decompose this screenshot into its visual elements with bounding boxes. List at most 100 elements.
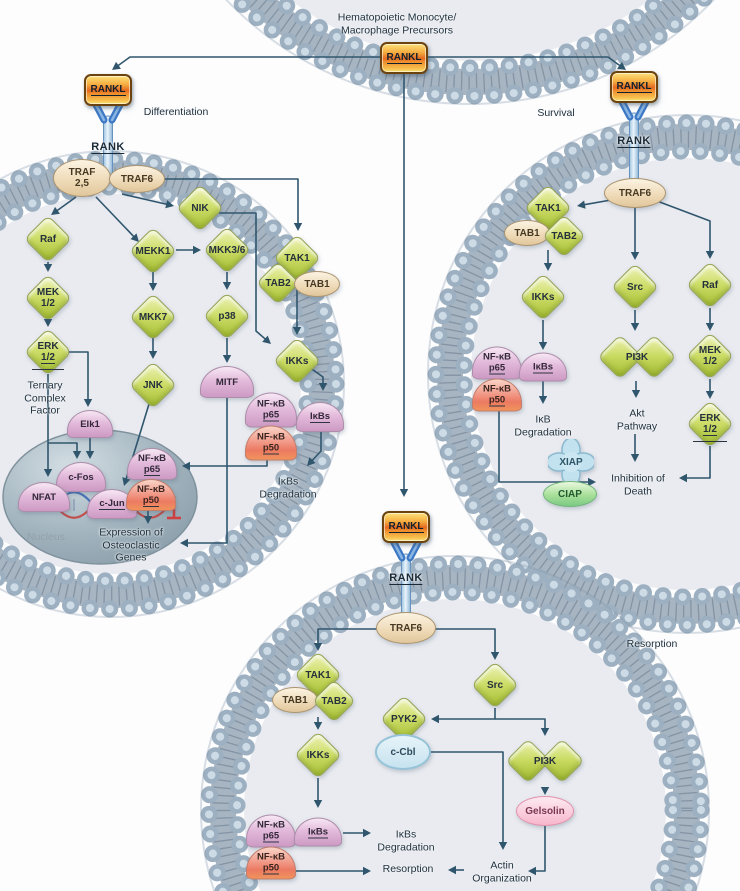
- erk12-differentiation-label: 1/2: [41, 351, 55, 364]
- erk12-survival-label: 1/2: [703, 423, 717, 436]
- mek12-survival-label: 1/2: [703, 356, 717, 367]
- p38[interactable]: p38: [202, 291, 252, 341]
- gelsolin[interactable]: Gelsolin: [516, 796, 574, 826]
- elk1-label: Elk1: [80, 418, 100, 430]
- c-fos[interactable]: c-Fos: [56, 462, 106, 492]
- pi3k-resorption[interactable]: PI3K: [505, 738, 585, 784]
- pyk2[interactable]: PYK2: [379, 694, 429, 744]
- tab2-survival-label: TAB2: [551, 230, 577, 242]
- tab1-differentiation[interactable]: TAB1: [294, 271, 340, 297]
- rank-resorption[interactable]: RANK: [389, 568, 423, 586]
- nfkb-p50-nucleus-label: p50: [142, 494, 160, 507]
- tab2-survival[interactable]: TAB2: [542, 214, 586, 258]
- gelsolin-label: Gelsolin: [525, 805, 565, 817]
- traf6-resorption[interactable]: TRAF6: [376, 612, 436, 644]
- rankl-differentiation[interactable]: RANKL: [84, 74, 132, 106]
- rank-differentiation-label: RANK: [91, 141, 125, 154]
- mek12-differentiation-label: MEK: [36, 287, 60, 298]
- tak1-resorption[interactable]: TAK1: [293, 650, 343, 700]
- rankl-resorption-label: RANKL: [388, 521, 424, 533]
- mek12-differentiation-label: 1/2: [41, 298, 55, 309]
- erk12-survival-label: ERK: [699, 412, 721, 424]
- arrow-mitf-to-expression-osteoclastic-genes: [186, 397, 228, 544]
- rank-receptor-resorption[interactable]: [389, 537, 423, 629]
- rankl-differentiation-label: RANKL: [90, 84, 126, 96]
- nfkb-p50-survival-label: p50: [488, 394, 506, 407]
- ikks-survival[interactable]: IKKs: [518, 272, 568, 322]
- tab1-resorption-label: TAB1: [282, 694, 308, 706]
- mkk7[interactable]: MKK7: [128, 292, 178, 342]
- raf-differentiation[interactable]: Raf: [23, 214, 73, 264]
- src-resorption-label: Src: [486, 679, 504, 691]
- nfkb-p65-nucleus-label: p65: [143, 463, 161, 476]
- rank-differentiation[interactable]: RANK: [91, 137, 125, 155]
- c-jun-label: c-Jun: [99, 498, 125, 510]
- ikks-resorption-label: IKKs: [306, 749, 330, 761]
- arrows-layer: [43, 56, 715, 876]
- tab1-survival-label: TAB1: [514, 227, 540, 239]
- c-cbl[interactable]: c-Cbl: [375, 734, 431, 770]
- ciap[interactable]: CIAP: [543, 481, 597, 507]
- arrow-traf6-survival-to-tak1-survival: [582, 199, 612, 206]
- src-survival[interactable]: Src: [610, 262, 660, 312]
- jnk[interactable]: JNK: [128, 360, 178, 410]
- tab2-resorption[interactable]: TAB2: [312, 679, 356, 723]
- arrow-erk12-survival-to-inhibition-of-death: [685, 446, 711, 479]
- erk12-differentiation-label: ERK: [37, 340, 59, 352]
- src-resorption[interactable]: Src: [470, 660, 520, 710]
- jnk-label: JNK: [142, 379, 163, 391]
- raf-survival[interactable]: Raf: [685, 260, 735, 310]
- tab1-survival[interactable]: TAB1: [504, 220, 550, 246]
- arrow-erk12-differentiation-to-elk1: [66, 351, 89, 401]
- nfkb-p50-differentiation-label: NF-κB: [257, 431, 285, 443]
- ikks-survival-label: IKKs: [531, 291, 555, 303]
- nfkb-p50-nucleus-label: NF-κB: [137, 483, 165, 495]
- ikks-differentiation[interactable]: IKKs: [272, 336, 322, 386]
- ikks-resorption[interactable]: IKKs: [293, 730, 343, 780]
- rankl-precursor[interactable]: RANKL: [380, 42, 428, 74]
- traf6-survival[interactable]: TRAF6: [604, 178, 666, 208]
- mkk36[interactable]: MKK3/6: [202, 225, 252, 275]
- nik[interactable]: NIK: [175, 183, 225, 233]
- nfkb-p50-resorption-label: NF-κB: [257, 851, 285, 863]
- rankl-resorption[interactable]: RANKL: [382, 511, 430, 543]
- pi3k-resorption-label: PI3K: [533, 755, 557, 767]
- rankl-survival[interactable]: RANKL: [610, 71, 658, 103]
- tab1-differentiation-label: TAB1: [304, 278, 330, 290]
- ciap-label: CIAP: [558, 488, 582, 500]
- pi3k-survival[interactable]: PI3K: [597, 334, 677, 380]
- xiap-clover-shape: [548, 439, 594, 485]
- arrow-nik-to-ikks-differentiation: [219, 212, 267, 341]
- rank-survival[interactable]: RANK: [617, 131, 651, 149]
- p38-label: p38: [218, 310, 236, 322]
- tab1-resorption[interactable]: TAB1: [272, 687, 318, 713]
- src-survival-label: Src: [626, 281, 644, 293]
- c-cbl-label: c-Cbl: [390, 746, 416, 758]
- traf25-differentiation-label: 2,5: [75, 178, 89, 189]
- ikbs-differentiation[interactable]: IκBs: [296, 402, 344, 432]
- traf6-differentiation[interactable]: TRAF6: [109, 165, 165, 193]
- tak1-differentiation[interactable]: TAK1: [272, 233, 322, 283]
- ikbs-resorption[interactable]: IκBs: [294, 817, 342, 847]
- arrow-gelsolin-to-actin-organization: [534, 825, 546, 872]
- tak1-survival[interactable]: TAK1: [523, 183, 573, 233]
- arrow-traf6-survival-to-raf-survival: [656, 200, 711, 253]
- arrow-traf25-differentiation-to-mekk1: [95, 196, 136, 239]
- tab2-resorption-label: TAB2: [321, 695, 347, 707]
- ikbs-survival-label: IκBs: [532, 361, 554, 373]
- tab2-differentiation[interactable]: TAB2: [256, 261, 300, 305]
- xiap[interactable]: XIAP: [548, 439, 594, 485]
- mitf[interactable]: MITF: [200, 366, 254, 398]
- mekk1[interactable]: MEKK1: [128, 226, 178, 276]
